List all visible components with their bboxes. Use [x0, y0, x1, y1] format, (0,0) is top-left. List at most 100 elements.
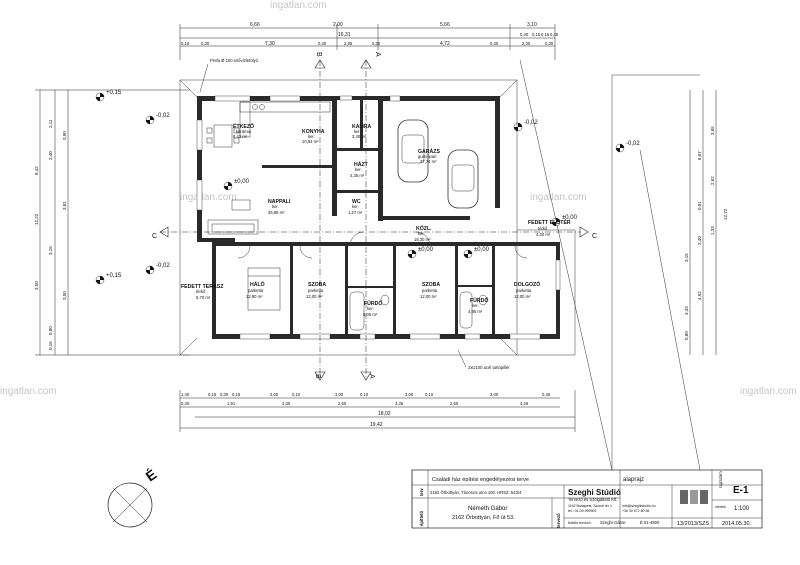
top-dim-label: 0,30: [201, 41, 210, 46]
design-label: terv: [419, 488, 424, 496]
studio-phone: +36 30 972 80 56: [622, 509, 649, 513]
room-name: KAMRA: [352, 124, 372, 130]
eaves-outline: [179, 79, 518, 356]
room-name: FEDETT TERASZ: [181, 284, 224, 290]
client-address: 2162 Őrbottyán, Fő út 53.: [452, 514, 515, 521]
level-value: +0,15: [106, 273, 122, 279]
designer-side-label: tervező: [556, 513, 561, 528]
left-dim-label: 2,40: [48, 151, 53, 160]
north-arrow: É: [107, 466, 160, 528]
left-dim-label: 0,80: [48, 326, 53, 335]
studio-logo-icon: [680, 490, 708, 504]
watermark: ingatlan.com: [740, 386, 797, 397]
section-marks: A A B B C C: [152, 52, 597, 381]
studio-name: Szeghi Stúdió: [568, 488, 621, 497]
right-dim-label: 12,72: [723, 208, 728, 220]
room-name: HÁZT: [354, 161, 369, 168]
room-area: 18,30 m²: [414, 237, 431, 242]
bottom-dim-label: 0,10: [360, 392, 369, 397]
bottom-dim-label: 19,42: [370, 422, 383, 428]
top-dim-label: 2,30: [522, 41, 531, 46]
level-markers: +0,15 -0,02 -0,02 ±0,00 ±0,00 ±0,00 ±0,0…: [95, 90, 640, 285]
room-floor: ker.: [355, 167, 362, 172]
room-floor: térkő: [196, 289, 206, 294]
bottom-dim-label: 0,10: [425, 392, 434, 397]
room-area: 12,00 m²: [420, 294, 437, 299]
level-value: -0,02: [156, 113, 170, 119]
top-dim-label: 7,30: [265, 41, 275, 47]
bottom-dim-label: 18,02: [378, 411, 391, 417]
level-value: -0,02: [626, 141, 640, 147]
room-area: 37,74 m²: [420, 159, 437, 164]
room-name: KÖZL.: [416, 225, 432, 232]
right-dim-label: 2,62: [710, 176, 715, 185]
bottom-dim-label: 0,16: [232, 392, 241, 397]
room-floor: kerámia: [236, 129, 252, 134]
watermark: ingatlan.com: [180, 192, 237, 203]
room-floor: térkő: [538, 226, 548, 231]
drawing-date: 2014.05.30.: [722, 521, 752, 527]
top-dim-label: 0,30: [318, 41, 327, 46]
room-area: 12,80 m²: [246, 294, 263, 299]
top-dim-label: 0,16: [181, 41, 190, 46]
sofa-icon: [207, 199, 259, 235]
left-dim-label: 3,81: [62, 201, 67, 210]
level-value: ±0,00: [418, 247, 434, 253]
bottom-dim-label: 3,00: [490, 392, 499, 397]
room-name: NAPPALI: [268, 199, 291, 205]
sheet-number: E-1: [733, 485, 749, 496]
top-dim-label: 3,10: [527, 22, 537, 28]
top-dim-label: 0,40: [520, 32, 529, 37]
room-area: 5,05 m²: [363, 312, 378, 317]
bottom-dim-label: 3,00: [335, 392, 344, 397]
top-dim-label: 5,66: [440, 22, 450, 28]
bathtub-icon: [349, 291, 488, 331]
bottom-dim-label: 0,30: [220, 392, 229, 397]
room-floor: parketta: [516, 288, 532, 293]
top-dim-label: 6,66: [250, 22, 260, 28]
section-label: B: [315, 52, 322, 57]
room-name: DOLGOZÓ: [514, 280, 540, 288]
studio-tel: tel.: 01-09-999902: [568, 509, 596, 513]
room-name: WC: [352, 199, 361, 205]
studio-subtitle: Tervező és Szolgáltató Kft.: [568, 497, 618, 502]
kitchen-counter-icon: [239, 101, 331, 138]
studio-email: info@szeghistudio.hu: [622, 504, 656, 508]
room-area: 8,42 m²: [233, 134, 248, 139]
level-value: -0,02: [156, 263, 170, 269]
watermark: ingatlan.com: [530, 192, 587, 203]
room-floor: ker.: [308, 134, 315, 139]
right-dim-label: 0,80: [684, 331, 689, 340]
designer-number: É 01-4800: [640, 520, 660, 525]
room-labels: ÉTKEZŐ kerámia 8,42 m² KONYHA ker. 10,94…: [181, 122, 571, 317]
project-title: Családi ház építési engedélyezési terve: [432, 477, 529, 483]
right-dimensions: 3,65 6,07 0,91 1,33 12,72 2,62 2,40 3,15…: [684, 90, 728, 355]
level-value: ±0,00: [234, 179, 250, 185]
room-area: 4,95 m²: [468, 309, 483, 314]
level-value: ±0,00: [474, 247, 490, 253]
right-dim-label: 3,65: [710, 126, 715, 135]
room-area: 1,27 m²: [348, 210, 363, 215]
bottom-dim-label: 1,40: [181, 392, 190, 397]
left-dim-label: 3,50: [34, 281, 39, 290]
windows: [196, 95, 561, 340]
dining-table-icon: [206, 124, 240, 148]
bottom-dim-label: 0,16: [208, 392, 217, 397]
note-steel-column: 2xU100 acél tartópillér: [468, 365, 510, 370]
bottom-dim-label: 1,91: [227, 401, 236, 406]
room-floor: ker.: [352, 204, 359, 209]
bottom-dim-label: 0,46: [542, 392, 551, 397]
room-area: 3,40 m²: [352, 134, 367, 139]
room-name: FÜRDŐ: [364, 300, 382, 307]
watermark: ingatlan.com: [0, 386, 57, 397]
room-area: 4,35 m²: [350, 173, 365, 178]
left-dim-label: 12,22: [34, 213, 39, 225]
bottom-dim-label: 0,10: [292, 392, 301, 397]
north-arrow-label: É: [143, 466, 160, 484]
top-dim-label: 0,30: [372, 41, 381, 46]
bottom-dim-label: 2,60: [450, 401, 459, 406]
bottom-dimensions: 1,40 0,16 0,30 0,16 3,00 0,10 3,00 0,10 …: [179, 390, 576, 432]
right-dim-label: 4,92: [697, 291, 702, 300]
sheet-no-label: rajzszám: [718, 471, 723, 488]
sheet-title: alaprajz: [623, 477, 644, 483]
